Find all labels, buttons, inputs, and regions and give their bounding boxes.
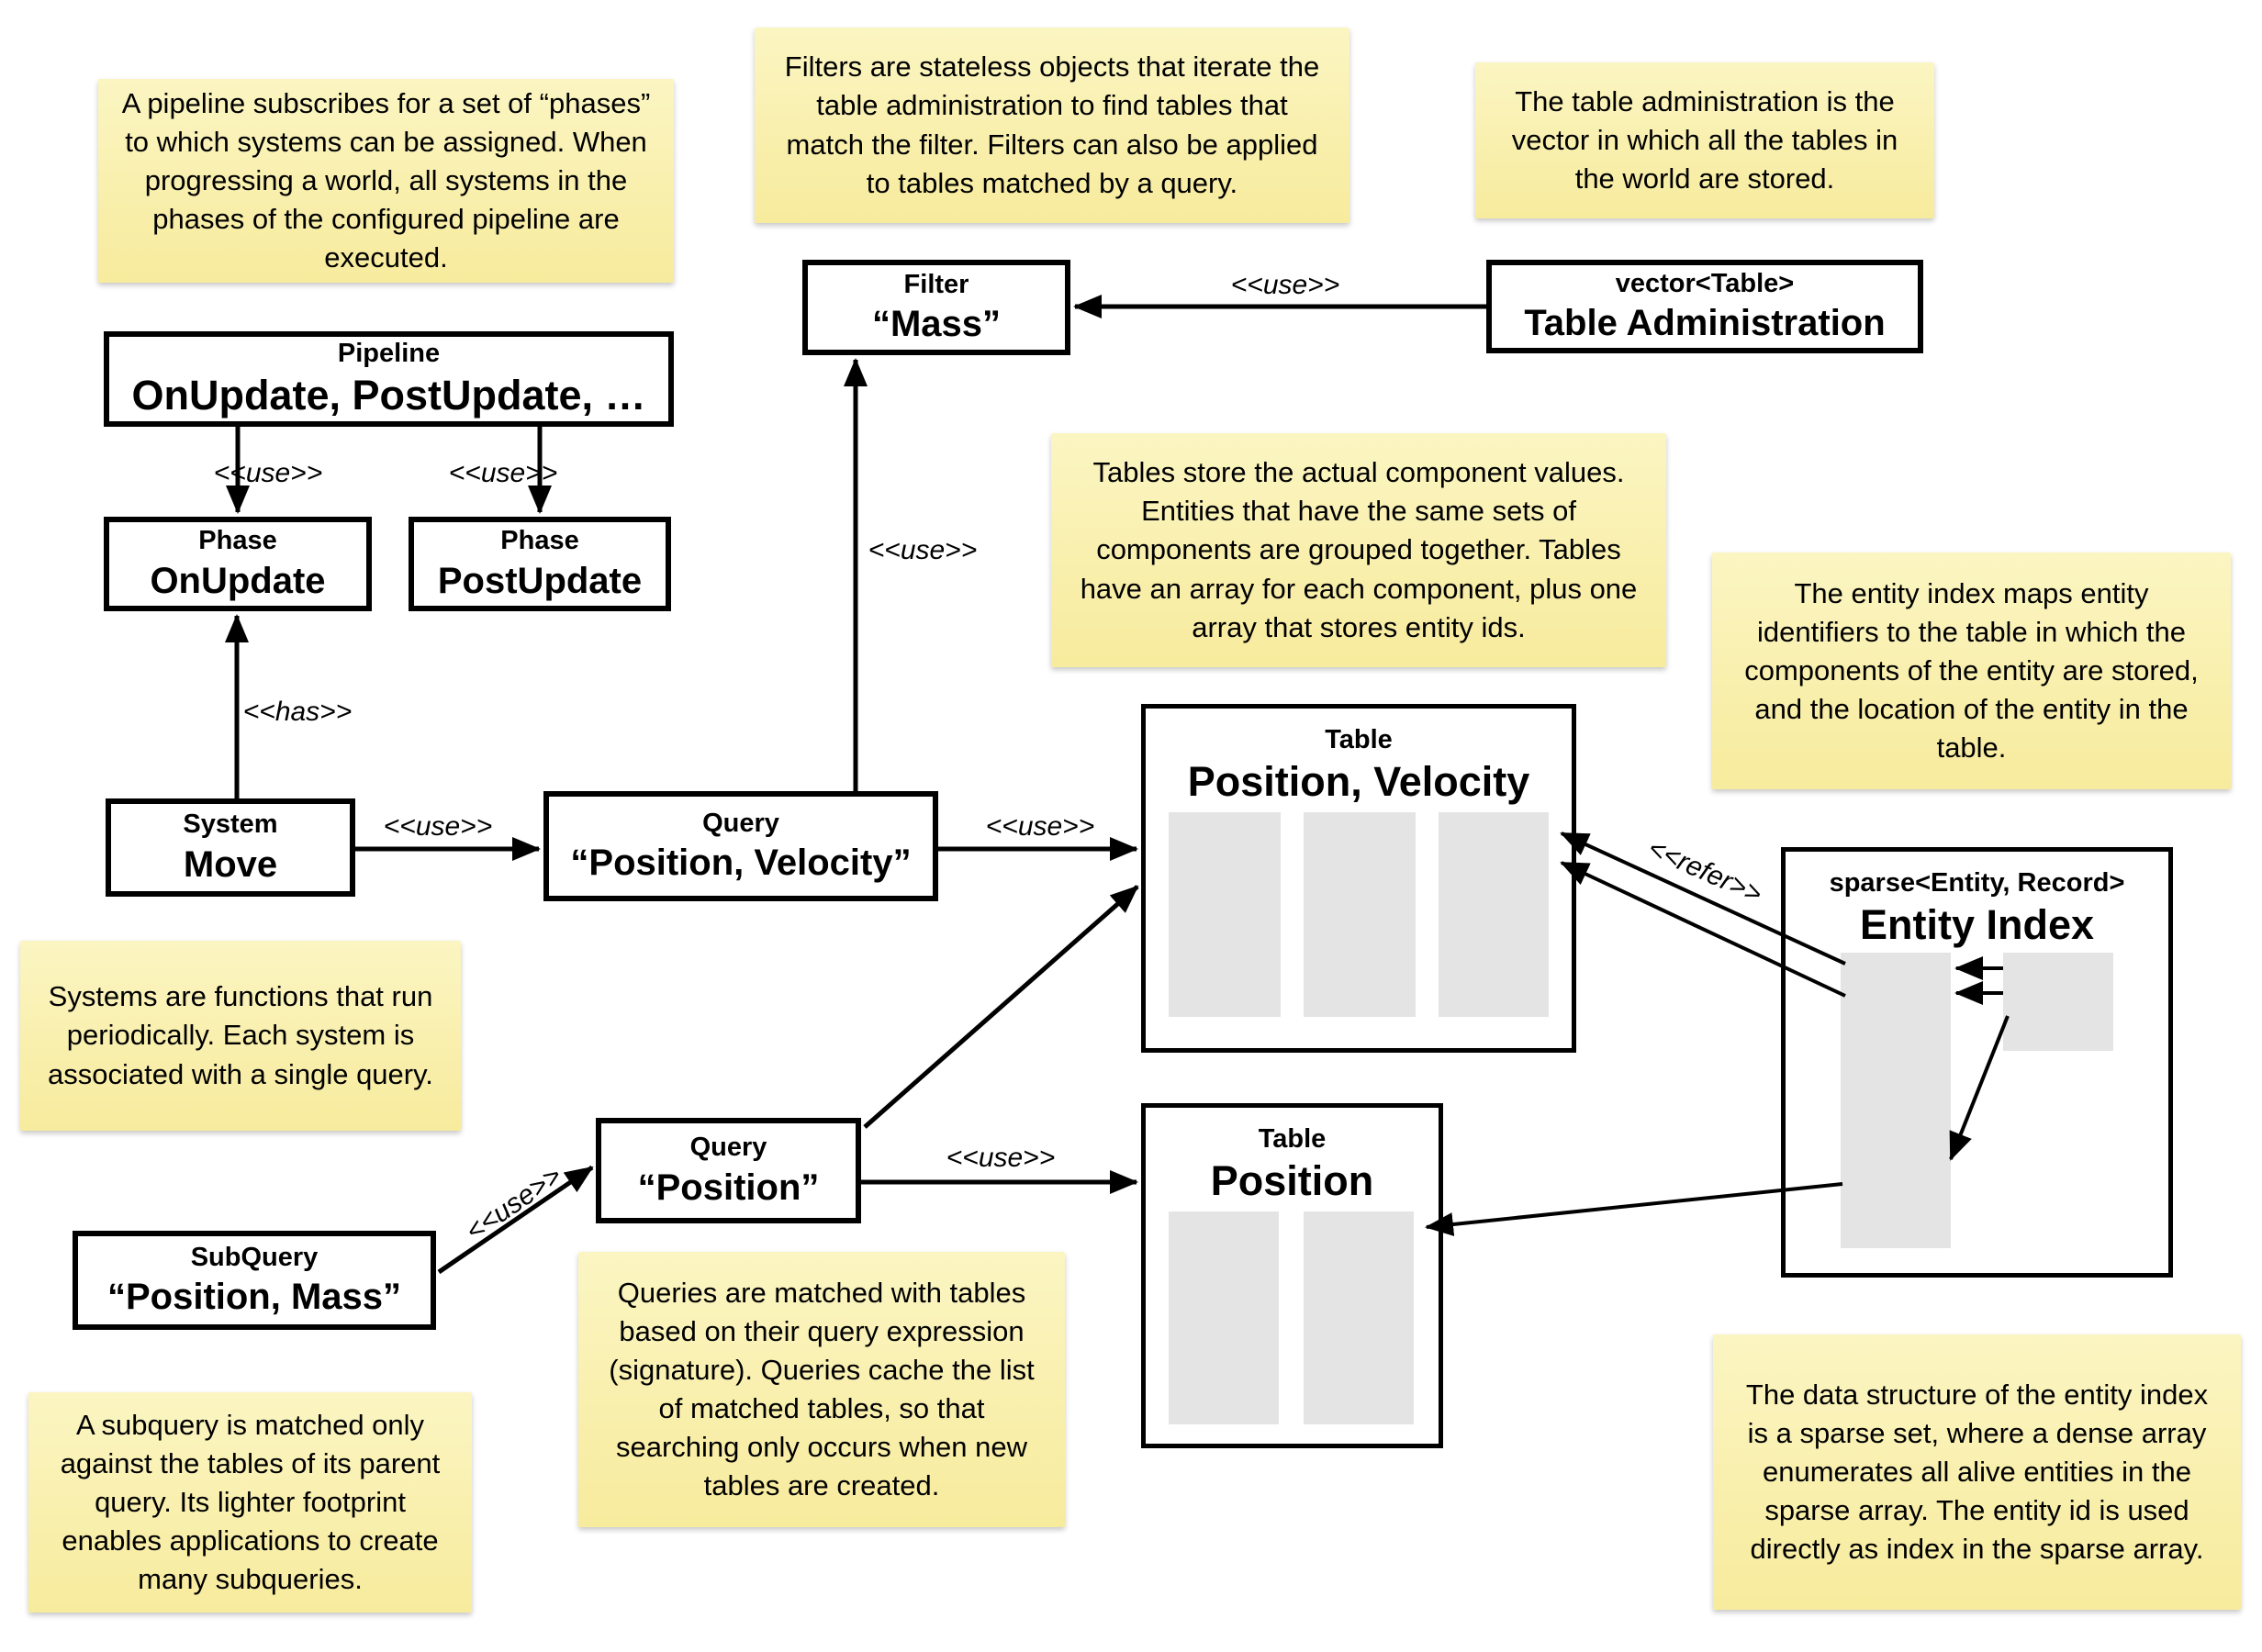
component-array-1: [1169, 812, 1281, 1017]
note-subquery: A subquery is matched only against the t…: [28, 1392, 472, 1613]
filter-mass-name: “Mass”: [871, 304, 1002, 345]
label-use-tableadmin-filter: <<use>>: [1230, 270, 1340, 300]
phase-postupdate-stereotype: Phase: [500, 526, 579, 556]
note-filters: Filters are stateless objects that itera…: [755, 28, 1349, 223]
phase-onupdate-stereotype: Phase: [198, 526, 277, 556]
pipeline-stereotype: Pipeline: [337, 338, 441, 368]
box-system-move: System Move: [106, 798, 355, 897]
filter-mass-stereotype: Filter: [903, 269, 969, 299]
table-pos-name: Position: [1210, 1157, 1374, 1205]
table-admin-stereotype: vector<Table>: [1615, 268, 1795, 298]
phase-onupdate-name: OnUpdate: [150, 560, 326, 601]
system-move-stereotype: System: [183, 809, 278, 840]
label-use-pipeline-onupdate: <<use>>: [213, 458, 323, 488]
subquery-name: “Position, Mass”: [106, 1277, 402, 1318]
box-table-position-velocity: Table Position, Velocity: [1141, 704, 1576, 1053]
label-use-querypv-table: <<use>>: [985, 811, 1095, 842]
sparse-array: [1841, 953, 1951, 1248]
note-tables: Tables store the actual component values…: [1051, 433, 1666, 667]
box-query-position: Query “Position”: [596, 1118, 861, 1223]
component-array-2: [1304, 812, 1416, 1017]
entity-index-name: Entity Index: [1859, 901, 2095, 949]
query-pv-stereotype: Query: [702, 808, 779, 838]
box-phase-onupdate: Phase OnUpdate: [104, 517, 372, 611]
pipeline-name: OnUpdate, PostUpdate, …: [131, 372, 646, 419]
system-move-name: Move: [183, 843, 278, 885]
box-table-position: Table Position: [1141, 1103, 1443, 1448]
table-pv-name: Position, Velocity: [1187, 758, 1530, 806]
label-refer-entity-index: <<refer>>: [1643, 832, 1767, 910]
box-query-position-velocity: Query “Position, Velocity”: [543, 791, 938, 901]
entity-id-array: [1304, 1211, 1414, 1424]
note-queries: Queries are matched with tables based on…: [578, 1252, 1065, 1527]
box-pipeline: Pipeline OnUpdate, PostUpdate, …: [104, 331, 674, 427]
box-subquery: SubQuery “Position, Mass”: [73, 1231, 436, 1330]
box-filter-mass: Filter “Mass”: [802, 260, 1070, 355]
note-entity-index: The entity index maps entity identifiers…: [1712, 553, 2231, 789]
phase-postupdate-name: PostUpdate: [437, 560, 643, 601]
note-table-administration: The table administration is the vector i…: [1475, 62, 1934, 218]
note-sparse-set: The data structure of the entity index i…: [1713, 1334, 2241, 1610]
subquery-stereotype: SubQuery: [190, 1242, 319, 1272]
label-use-system-query: <<use>>: [383, 811, 493, 842]
note-pipeline: A pipeline subscribes for a set of “phas…: [98, 79, 674, 283]
dense-array: [2003, 953, 2113, 1051]
table-pv-stereotype: Table: [1325, 725, 1393, 754]
label-has-system-phase: <<has>>: [242, 697, 353, 727]
query-pv-name: “Position, Velocity”: [570, 843, 912, 884]
box-table-administration: vector<Table> Table Administration: [1486, 260, 1923, 353]
query-pos-name: “Position”: [637, 1166, 820, 1208]
entity-id-array: [1439, 812, 1549, 1017]
note-systems: Systems are functions that run periodica…: [20, 941, 461, 1131]
box-phase-postupdate: Phase PostUpdate: [409, 517, 671, 611]
box-entity-index: sparse<Entity, Record> Entity Index: [1781, 847, 2173, 1278]
table-admin-name: Table Administration: [1524, 303, 1886, 344]
entity-index-stereotype: sparse<Entity, Record>: [1829, 868, 2125, 898]
component-array: [1169, 1211, 1279, 1424]
query-pos-stereotype: Query: [689, 1133, 767, 1163]
table-pos-stereotype: Table: [1258, 1124, 1327, 1154]
label-use-querypos-tablepos: <<use>>: [946, 1143, 1056, 1173]
arrow-querypos-to-tablepv: [863, 885, 1139, 1129]
label-use-query-filter: <<use>>: [868, 535, 978, 565]
label-use-pipeline-postupdate: <<use>>: [448, 458, 558, 488]
label-use-subquery: <<use>>: [460, 1160, 567, 1247]
